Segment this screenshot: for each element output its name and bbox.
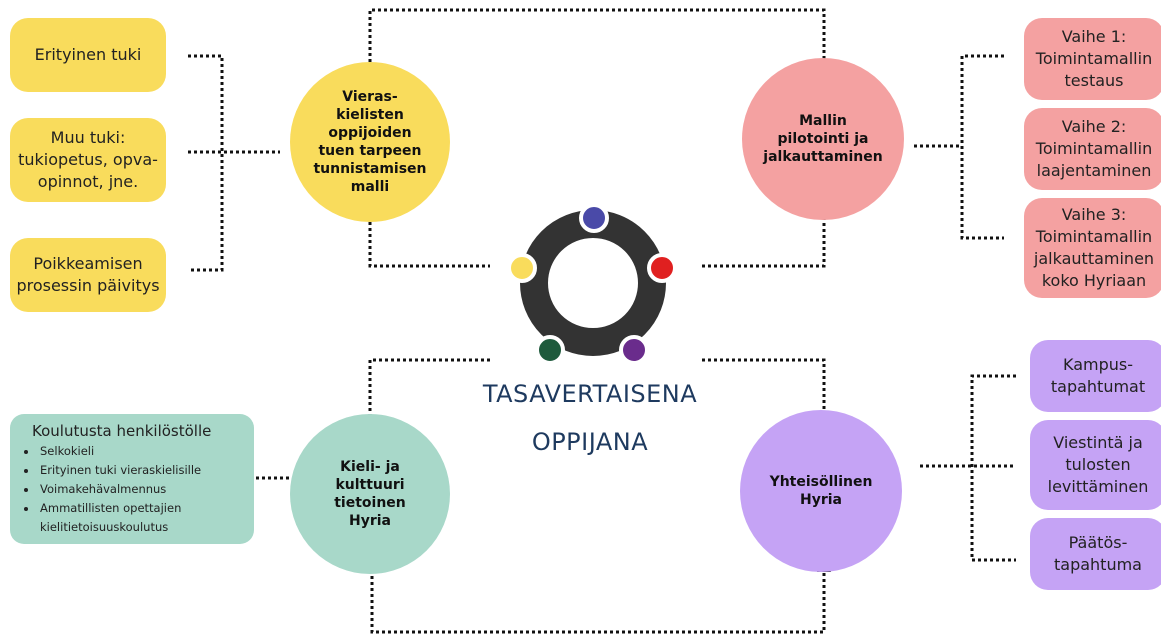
circle-language-aware-hyria: Kieli- ja kulttuuri tietoinen Hyria [290,414,450,574]
left-box-special-support: Erityinen tuki [10,18,166,92]
yellow-center-connector [368,210,490,268]
training-heading: Koulutusta henkilöstölle [32,422,212,440]
teal-center-connector [368,358,490,428]
training-item: Voimakehävalmennus [38,480,244,499]
training-item: Selkokieli [38,442,244,461]
right-bottom-bracket [970,374,1016,562]
bottom-connector [370,570,826,634]
training-list: Selkokieli Erityinen tuki vieraskielisil… [24,442,244,537]
left-box-deviation-process: Poikkeamisen prosessin päivitys [10,238,166,312]
circle-community-hyria: Yhteisöllinen Hyria [740,410,902,572]
right-top-bracket [960,54,1004,240]
right-box-closing-event: Päätös- tapahtuma [1030,518,1161,590]
right-box-campus-events: Kampus- tapahtumat [1030,340,1161,412]
right-box-communication: Viestintä ja tulosten levittäminen [1030,420,1161,510]
purple-center-connector [702,358,826,428]
left-bracket-connector [188,54,224,272]
center-title-line2: OPPIJANA [531,428,649,456]
center-title-line1: TASAVERTAISENA [482,380,698,408]
top-connector [368,8,826,80]
circle-pilot-implementation: Mallin pilotointi ja jalkauttaminen [742,58,904,220]
right-box-phase-1: Vaihe 1: Toimintamallin testaus [1024,18,1161,100]
right-box-phase-2: Vaihe 2: Toimintamallin laajentaminen [1024,108,1161,190]
right-box-phase-3: Vaihe 3: Toimintamallin jalkauttaminen k… [1024,198,1161,298]
circle-identification-model: Vieras- kielisten oppijoiden tuen tarpee… [290,62,450,222]
training-item: Ammatillisten opettajien kielitietoisuus… [38,499,244,537]
pink-center-connector [702,208,826,268]
training-item: Erityinen tuki vieraskielisille [38,461,244,480]
left-box-other-support: Muu tuki: tukiopetus, opva- opinnot, jne… [10,118,166,202]
training-box: Koulutusta henkilöstölle Selkokieli Erit… [10,414,254,544]
